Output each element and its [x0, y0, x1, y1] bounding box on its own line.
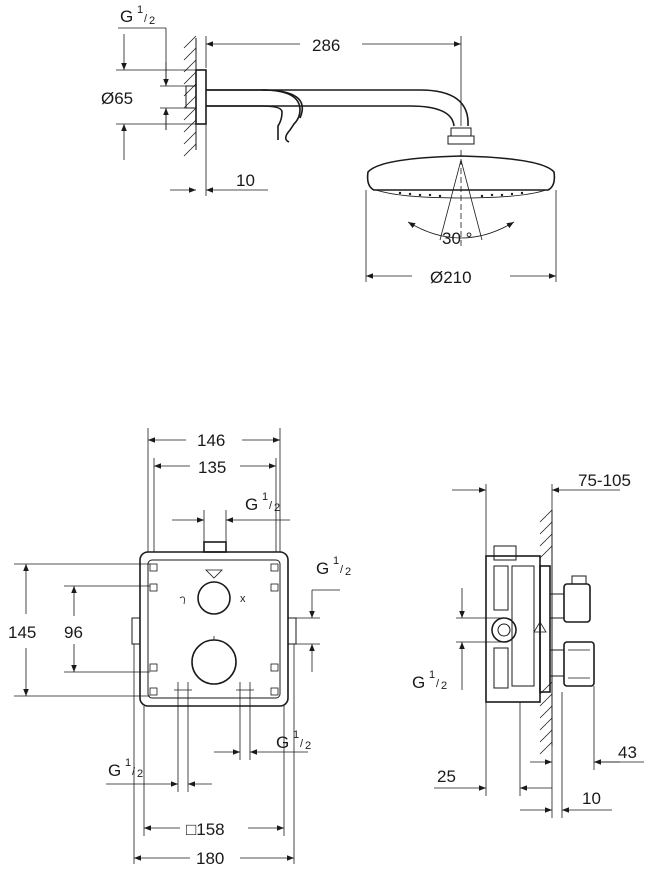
svg-text:1: 1	[429, 669, 435, 681]
shower-arm-bottom	[206, 105, 283, 140]
angle-arc	[407, 221, 515, 239]
side-wall-hatch	[539, 509, 553, 755]
svg-text:1: 1	[125, 757, 131, 769]
dim-bottom-left-thread: G	[108, 761, 121, 780]
diverter-opening	[197, 581, 231, 615]
dim-top-thread: G	[245, 495, 258, 514]
svg-text:1: 1	[137, 4, 143, 16]
dim-plate-thickness: 10	[582, 789, 601, 808]
svg-text:2: 2	[441, 680, 447, 692]
dim-right-thread: G	[316, 559, 329, 578]
dim-spray-angle: 30 °	[442, 229, 472, 248]
dim-rear-offset: 25	[437, 767, 456, 786]
dim-overall-width: 180	[196, 849, 224, 868]
side-upper-block	[493, 565, 509, 611]
svg-text:2: 2	[305, 740, 311, 752]
left-connection	[131, 617, 141, 645]
svg-text:/: /	[269, 500, 273, 512]
wall-flange	[195, 69, 207, 125]
dim-side-thread: G	[412, 673, 425, 692]
mounting-box-inner	[147, 559, 281, 699]
svg-text:1: 1	[333, 555, 339, 567]
thermostat-opening	[191, 639, 237, 685]
ball-joint	[450, 127, 472, 137]
svg-text:/: /	[300, 738, 304, 750]
dim-height-inner: 96	[64, 623, 83, 642]
side-handles	[549, 575, 595, 687]
diverter-handle	[563, 583, 591, 623]
bottom-ports	[174, 682, 254, 698]
side-body	[485, 555, 541, 703]
diverter-marker	[205, 569, 223, 579]
dim-width-inner: 135	[198, 458, 226, 477]
dim-head-diameter: Ø210	[430, 268, 472, 287]
top-connection	[203, 541, 227, 553]
dim-arm-length: 286	[312, 36, 340, 55]
dim-flange-diameter: Ø65	[101, 89, 133, 108]
dim-depth-range: 75-105	[578, 471, 631, 490]
box-side-view: 75-105 G 1 / 2 43 25 10	[412, 471, 644, 818]
dim-handle-projection: 43	[618, 743, 637, 762]
shower-arm-top	[206, 89, 301, 143]
svg-text:1: 1	[293, 729, 299, 741]
shower-head-body	[366, 155, 556, 191]
dim-wall-offset: 10	[236, 171, 255, 190]
dim-bottom-right-thread: G	[276, 733, 289, 752]
svg-text:2: 2	[274, 502, 280, 514]
angle-line-left	[439, 159, 462, 241]
svg-text:/: /	[436, 678, 440, 690]
side-core	[511, 565, 535, 687]
arm-elbow-inner	[409, 105, 455, 127]
svg-text:x: x	[240, 593, 246, 605]
svg-text:/: /	[144, 13, 148, 25]
flow-arrow-left	[179, 596, 185, 605]
cover-plate	[539, 565, 551, 693]
mounting-box-outer	[139, 551, 289, 707]
arm-elbow-outer	[419, 89, 469, 127]
dim-height: 145	[8, 623, 36, 642]
right-connection	[287, 617, 297, 645]
mounting-clips	[149, 563, 279, 696]
ball-joint-nut	[447, 135, 475, 145]
thread-connector	[185, 85, 197, 109]
spray-nozzles	[398, 191, 524, 198]
svg-text:2: 2	[345, 566, 351, 578]
shower-head-view: 286 G 1 / 2 Ø65 10 30 ° Ø210	[101, 4, 557, 287]
box-front-view: x 146 135 G 1 / 2	[8, 428, 351, 868]
svg-text:2: 2	[149, 15, 155, 27]
thermostat-handle	[563, 641, 595, 687]
side-top-port	[493, 545, 517, 561]
dim-thread-top: G	[120, 7, 133, 26]
side-lower-block	[493, 647, 509, 689]
dim-width-outer: 146	[197, 431, 225, 450]
svg-text:2: 2	[137, 768, 143, 780]
svg-text:1: 1	[262, 491, 268, 503]
svg-text:/: /	[340, 564, 344, 576]
warning-triangle	[533, 621, 547, 633]
dim-square-plate: □158	[186, 820, 225, 839]
angle-line-right	[460, 159, 483, 241]
